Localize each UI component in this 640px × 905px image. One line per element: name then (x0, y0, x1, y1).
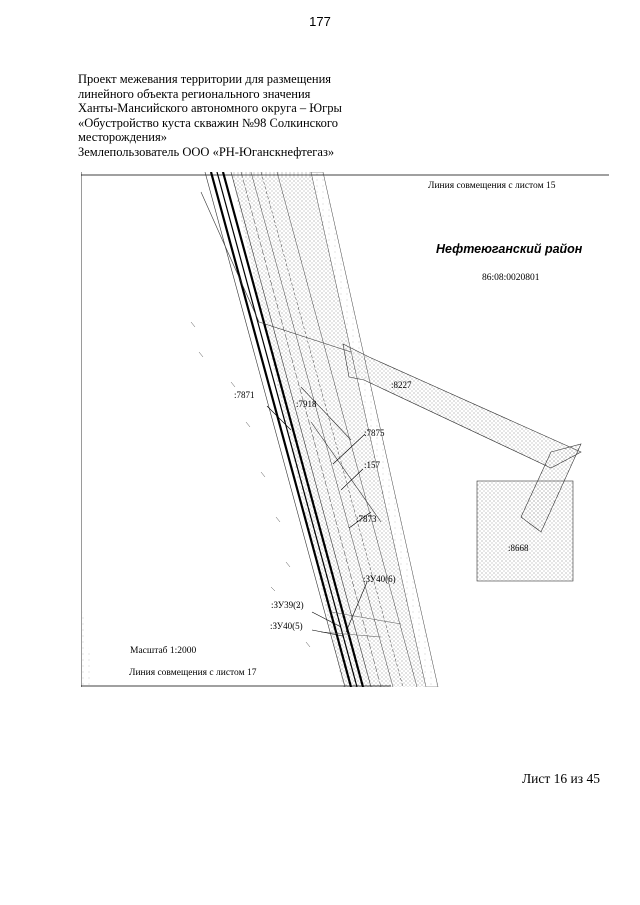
header-line: Землепользователь ООО «РН-Юганскнефтегаз… (78, 144, 335, 159)
header-line: Проект межевания территории для размещен… (78, 72, 332, 86)
cadastral-quarter: 86:08:0020801 (482, 273, 540, 283)
parcel-label: :ЗУ40(5) (270, 621, 303, 631)
parcel-boundary (310, 421, 382, 523)
page-number: 177 (309, 14, 331, 29)
parcel-label: :7875 (364, 428, 385, 438)
utility-line (250, 172, 394, 687)
parcel-label: :8668 (508, 543, 529, 553)
header-line: месторождения» (78, 130, 167, 145)
corridor-edge (310, 172, 439, 687)
parcel-label: :7873 (356, 514, 377, 524)
header-line: линейного объекта регионального значения (78, 86, 311, 101)
utility-line (260, 172, 404, 687)
district-name: Нефтеюганский район (436, 242, 583, 256)
sheet-counter: Лист 16 из 45 (522, 771, 600, 786)
header-line: «Обустройство куста скважин №98 Солкинск… (78, 115, 338, 130)
alignment-line-bottom: Линия совмещения с листом 17 (129, 668, 257, 678)
left-area (81, 602, 95, 687)
survey-map: Линия совмещения с листом 15 Нефтеюганск… (81, 172, 609, 687)
header-line: Ханты-Мансийского автономного округа – Ю… (78, 101, 342, 116)
parcel-label: :ЗУ40(6) (363, 574, 396, 584)
terrain-marks (190, 321, 402, 648)
label-leaders (266, 405, 372, 637)
road-line (209, 172, 353, 687)
road-edge (230, 172, 372, 687)
document-header: Проект межевания территории для размещен… (78, 72, 398, 160)
road-corridor-area (231, 172, 426, 687)
parcel-boundary (258, 321, 352, 353)
parcel-label: :7871 (234, 390, 255, 400)
road-line (216, 172, 358, 687)
parcel-label: :ЗУ39(2) (271, 600, 304, 610)
utility-line (276, 172, 418, 687)
road-edge (204, 172, 346, 687)
map-scale: Масштаб 1:2000 (130, 646, 197, 656)
parcel-label: :7918 (296, 399, 317, 409)
road-line (221, 172, 365, 687)
parcel-label: :8227 (391, 380, 412, 390)
parcel-8668-area (476, 480, 574, 582)
utility-line (240, 172, 382, 687)
parcel-boundary (200, 191, 260, 323)
parcel-label: :157 (364, 460, 381, 470)
alignment-line-top: Линия совмещения с листом 15 (428, 181, 556, 191)
map-drawing (81, 172, 609, 687)
parcel-boundary (300, 386, 352, 441)
